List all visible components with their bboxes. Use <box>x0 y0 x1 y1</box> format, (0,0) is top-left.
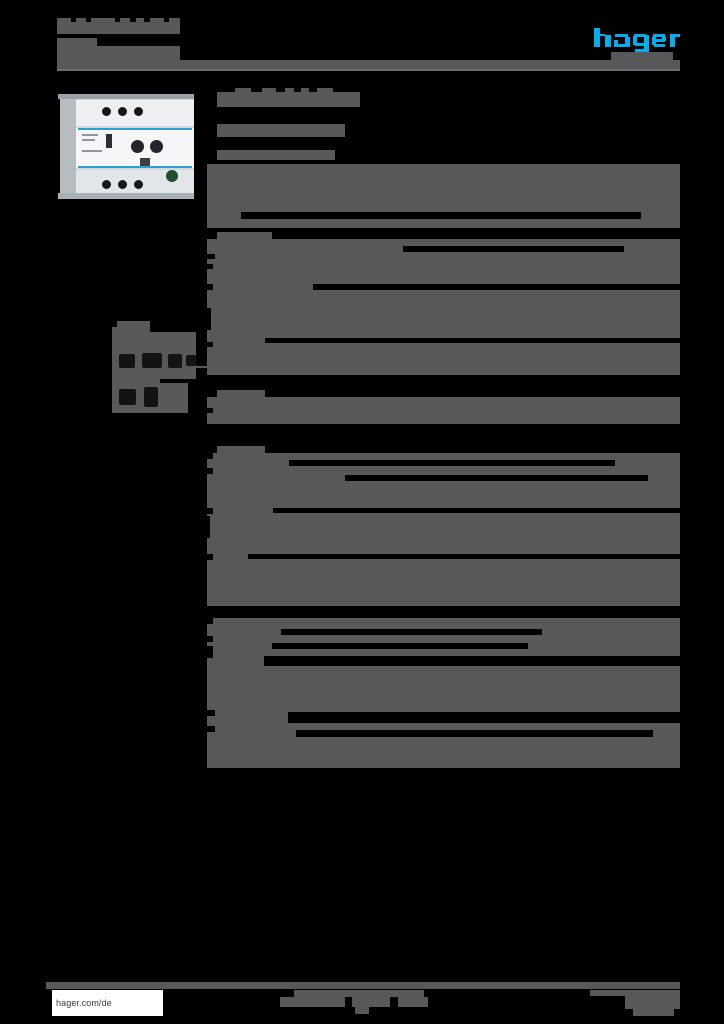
pictogram-cell <box>119 354 135 368</box>
section-specs-3 <box>207 446 680 606</box>
product-subtitle-redacted <box>207 124 680 138</box>
product-photo <box>56 88 202 210</box>
section-specs-1 <box>207 232 680 382</box>
section-specs-2 <box>207 390 680 424</box>
pictogram-cell <box>119 389 136 405</box>
footer-url-link[interactable]: hager.com/de <box>56 998 112 1008</box>
pictogram-cell <box>186 355 196 366</box>
footer-divider <box>46 982 680 989</box>
pictogram-grid <box>112 321 196 413</box>
pictogram-cell <box>142 353 162 368</box>
section-intro <box>207 150 680 228</box>
hager-logo <box>594 28 680 52</box>
page-header <box>0 0 724 72</box>
product-title-redacted <box>207 88 680 110</box>
logo-tagline-redacted <box>611 52 673 60</box>
header-divider <box>57 60 680 69</box>
pictogram-cell <box>168 354 182 368</box>
header-divider-thin <box>57 69 680 71</box>
section-specs-4 <box>207 618 680 778</box>
left-column <box>56 88 262 413</box>
main-content <box>207 88 680 768</box>
pictogram-cell <box>144 387 158 407</box>
page-footer: hager.com/de <box>0 960 724 1024</box>
footer-url-box[interactable]: hager.com/de <box>52 990 163 1016</box>
